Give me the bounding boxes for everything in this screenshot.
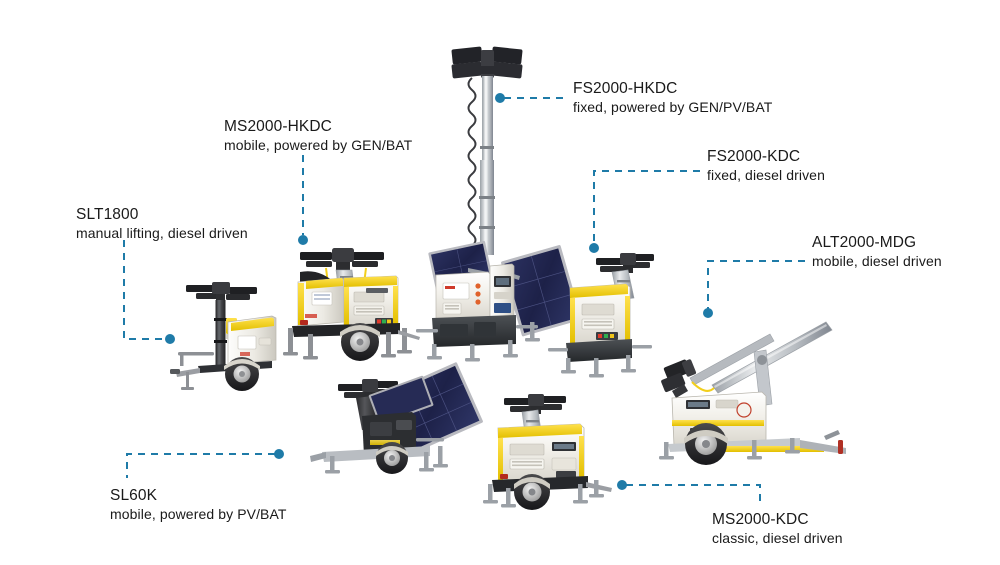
connector-line-ms2000-kdc <box>626 484 761 502</box>
callout-fs2000-kdc: FS2000-KDC fixed, diesel driven <box>707 147 825 185</box>
connector-dot-fs2000-hkdc <box>495 93 505 103</box>
connector-dot-alt2000-mdg <box>703 308 713 318</box>
connector-dot-slt1800 <box>165 334 175 344</box>
connector-line-sl60k <box>126 453 275 478</box>
callout-title-sl60k: SL60K <box>110 487 158 504</box>
callout-subtitle-alt2000-mdg: mobile, diesel driven <box>812 253 942 269</box>
product-ms2000-hkdc <box>283 248 420 361</box>
callout-title-slt1800: SLT1800 <box>76 206 139 223</box>
callout-title-ms2000-kdc: MS2000-KDC <box>712 511 809 528</box>
callout-subtitle-sl60k: mobile, powered by PV/BAT <box>110 506 287 522</box>
connector-dot-ms2000-hkdc <box>298 235 308 245</box>
connector-dot-ms2000-kdc <box>617 480 627 490</box>
connector-line-alt2000-mdg <box>707 260 805 309</box>
callout-alt2000-mdg: ALT2000-MDG mobile, diesel driven <box>812 233 942 271</box>
callout-title-alt2000-mdg: ALT2000-MDG <box>812 234 917 251</box>
callout-fs2000-hkdc: FS2000-HKDC fixed, powered by GEN/PV/BAT <box>573 79 772 117</box>
callout-slt1800: SLT1800 manual lifting, diesel driven <box>76 205 248 243</box>
product-fs2000-hkdc <box>416 46 582 362</box>
callout-subtitle-slt1800: manual lifting, diesel driven <box>76 225 248 241</box>
callout-subtitle-fs2000-kdc: fixed, diesel driven <box>707 167 825 183</box>
product-fs2000-kdc <box>548 253 654 378</box>
callout-title-fs2000-kdc: FS2000-KDC <box>707 148 801 165</box>
callout-ms2000-hkdc: MS2000-HKDC mobile, powered by GEN/BAT <box>224 117 412 155</box>
product-sl60k <box>310 362 483 474</box>
callout-sl60k: SL60K mobile, powered by PV/BAT <box>110 486 287 524</box>
connector-dot-sl60k <box>274 449 284 459</box>
callout-subtitle-ms2000-kdc: classic, diesel driven <box>712 530 843 546</box>
product-slt1800 <box>170 282 277 391</box>
callout-subtitle-ms2000-hkdc: mobile, powered by GEN/BAT <box>224 137 413 153</box>
connector-dot-fs2000-kdc <box>589 243 599 253</box>
product-ms2000-kdc <box>483 394 612 510</box>
product-alt2000-mdg <box>659 321 846 465</box>
callout-ms2000-kdc: MS2000-KDC classic, diesel driven <box>712 510 843 548</box>
connector-line-slt1800 <box>123 240 166 340</box>
callout-title-ms2000-hkdc: MS2000-HKDC <box>224 118 332 135</box>
callout-title-fs2000-hkdc: FS2000-HKDC <box>573 80 678 97</box>
connector-line-fs2000-kdc <box>593 170 700 244</box>
callout-subtitle-fs2000-hkdc: fixed, powered by GEN/PV/BAT <box>573 99 773 115</box>
